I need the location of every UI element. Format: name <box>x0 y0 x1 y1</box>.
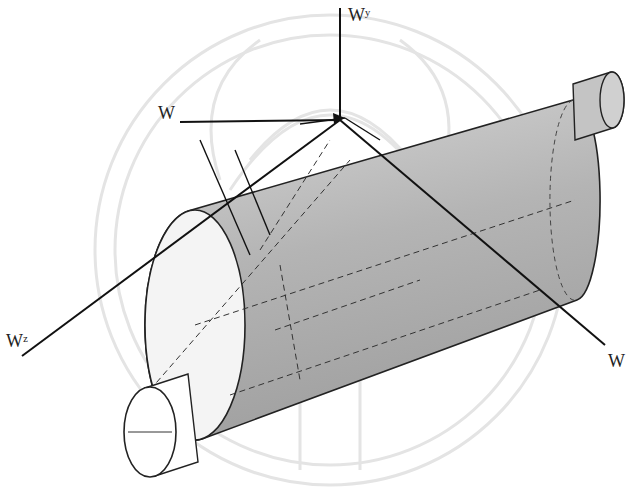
axis-label: W <box>608 352 625 370</box>
axis-label: Wᶻ <box>6 332 28 350</box>
axis-label: Wʸ <box>348 6 370 24</box>
axis-label: W <box>158 104 175 122</box>
right-shaft <box>573 72 624 140</box>
shaft-mark <box>128 432 172 433</box>
construction-lines <box>150 140 575 395</box>
axes <box>22 8 605 356</box>
left-shaft-end <box>124 387 176 477</box>
right-face-edge <box>550 100 577 300</box>
right-shaft-end <box>600 72 624 128</box>
large-cylinder <box>145 100 600 440</box>
force-arrows <box>200 118 380 255</box>
arrow-head <box>333 113 345 124</box>
